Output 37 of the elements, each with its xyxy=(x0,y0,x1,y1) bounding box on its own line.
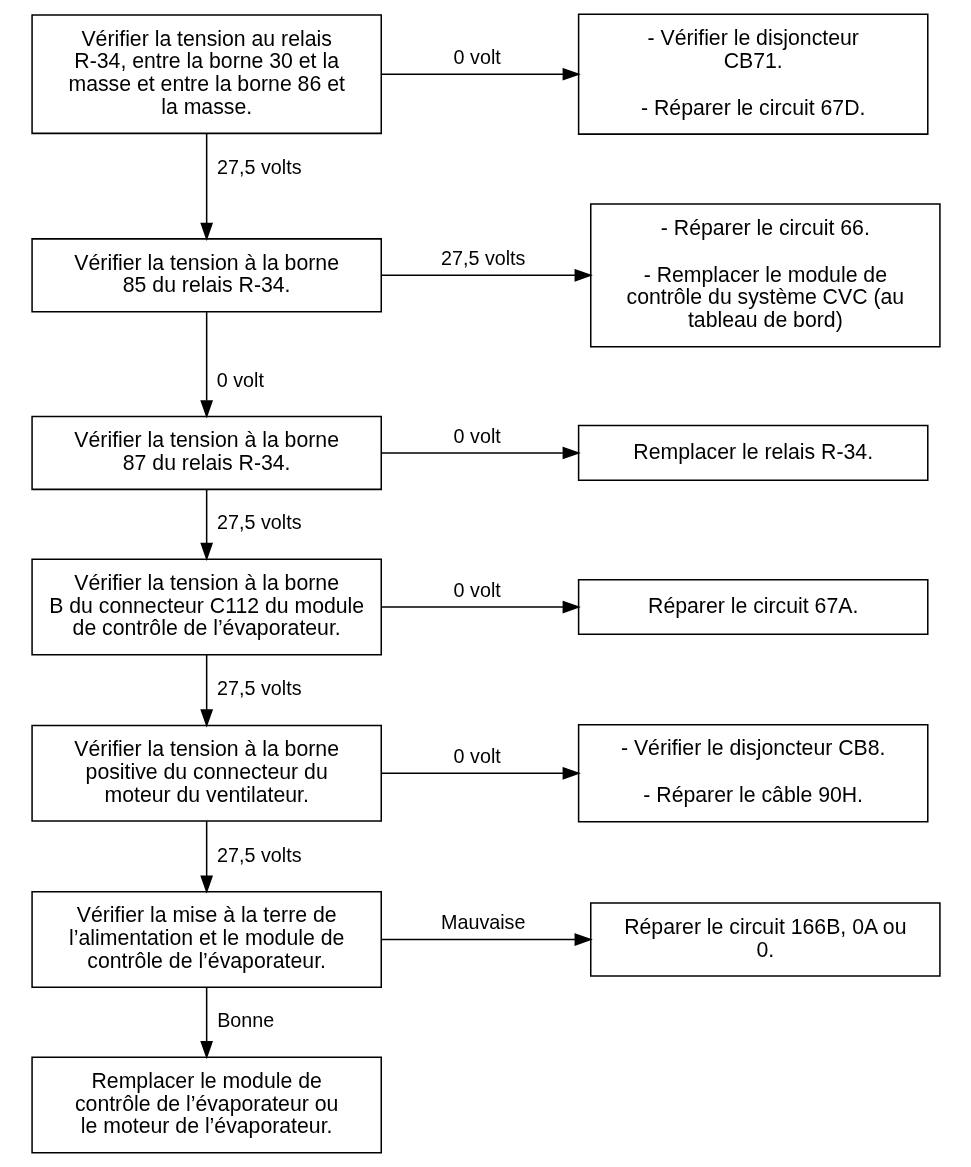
edge-label: 27,5 volts xyxy=(216,676,302,699)
arrow xyxy=(380,268,593,282)
node-box: Vérifier la tension à la borne positive du connecteur du moteur du ventilateur. xyxy=(30,724,382,822)
arrow xyxy=(380,766,581,780)
node-box: - Réparer le circuit 66. - Remplacer le module de contrôle du système CVC (au tableau de bord) xyxy=(589,203,941,348)
node-box: - Vérifier le disjoncteur CB8. - Réparer le câble 90H. xyxy=(577,723,929,823)
node-box: Vérifier la tension à la borne B du connecteur C112 du module de contrôle de l’évaporateur. xyxy=(30,558,382,656)
arrow xyxy=(380,67,581,81)
edge-label: Mauvaise xyxy=(440,911,525,934)
edge-label: 0 volt xyxy=(453,424,501,447)
arrow xyxy=(380,933,593,946)
edge-label: 27,5 volts xyxy=(216,843,302,866)
node-box: Vérifier la tension au relais R-34, entre la borne 30 et la masse et entre la borne 86 et la masse. xyxy=(30,14,382,135)
node-box: Réparer le circuit 166B, 0A ou 0. xyxy=(589,902,941,977)
arrow xyxy=(199,488,213,561)
arrow xyxy=(199,820,213,894)
node-box: Remplacer le relais R-34. xyxy=(577,424,929,482)
node-box: Vérifier la tension à la borne 85 du relais R-34. xyxy=(30,238,382,313)
edge-label: 0 volt xyxy=(453,579,501,602)
edge-label: 27,5 volts xyxy=(440,247,525,270)
edge-label: 0 volt xyxy=(216,368,264,391)
node-box: Vérifier la mise à la terre de l’alimentation et le module de contrôle de l’évaporateur. xyxy=(30,890,382,989)
node-box: - Vérifier le disjoncteur CB71. - Réparer le circuit 67D. xyxy=(577,13,929,135)
arrow xyxy=(199,311,213,419)
arrow xyxy=(199,986,213,1060)
node-box: Réparer le circuit 67A. xyxy=(577,578,929,636)
edge-label: Bonne xyxy=(216,1009,274,1032)
node-box: Vérifier la tension à la borne 87 du relais R-34. xyxy=(30,415,382,491)
arrow xyxy=(380,600,581,614)
node-box: Remplacer le module de contrôle de l’évaporateur ou le moteur de l’évaporateur. xyxy=(30,1056,382,1154)
edge-label: 0 volt xyxy=(453,745,501,768)
edge-label: 27,5 volts xyxy=(216,156,302,179)
arrow xyxy=(199,132,213,241)
edge-label: 27,5 volts xyxy=(216,511,302,534)
edge-label: 0 volt xyxy=(453,46,501,69)
arrow xyxy=(380,446,581,460)
arrow xyxy=(199,654,213,728)
